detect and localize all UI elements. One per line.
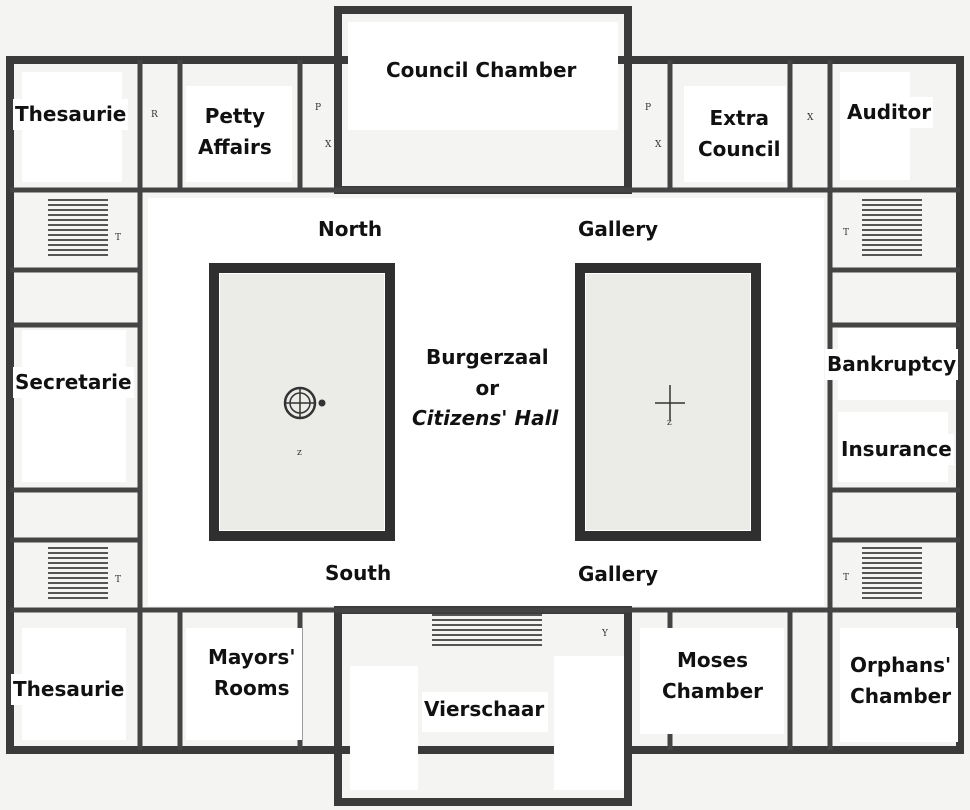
vierschaar-west-box [350,666,418,790]
mark-z-west: z [297,448,302,458]
west-courtyard-fill [220,274,384,530]
east-courtyard-border [575,263,761,541]
mark-x-east: X [655,140,662,150]
mark-z-east: z [667,418,672,428]
council-chamber-box [348,22,618,130]
mark-p-east: P [645,103,651,113]
mayors-rooms-box [186,628,302,740]
mark-r: R [151,110,158,120]
petty-affairs-box [186,86,292,182]
orphans-chamber-box [840,628,958,742]
east-compass-icon [655,385,685,420]
label-secretarie: Secretarie [13,367,134,398]
label-extra-council: Extra Council [698,106,781,161]
label-moses-chamber: Moses Chamber [662,648,763,703]
mark-t-sw: T [115,575,121,585]
label-citizens-hall: Citizens' Hall [412,406,559,430]
mark-t-nw: T [115,233,121,243]
mark-x-west: X [325,140,332,150]
label-auditor: Auditor [845,97,934,128]
vierschaar-east-box [554,656,624,790]
label-thesaurie-south: Thesaurie [11,674,127,705]
moses-chamber-box [640,628,784,734]
extra-council-box [684,86,786,182]
label-orphans-chamber: Orphans' Chamber [850,653,952,708]
mark-y: Y [601,629,609,639]
label-vierschaar: Vierschaar [422,694,547,725]
mark-x-northeast: X [807,113,814,123]
mark-t-ne: T [843,228,849,238]
label-thesaurie-north: Thesaurie [13,99,129,130]
label-mayors-rooms: Mayors' Rooms [208,645,296,700]
label-insurance: Insurance [839,434,954,465]
staircases [48,199,922,646]
mark-t-se: T [843,573,849,583]
label-bankruptcy: Bankruptcy [825,349,959,380]
east-courtyard-fill [586,274,750,530]
label-burgerzaal: Burgerzaal or [426,345,549,400]
west-courtyard-border [209,263,395,541]
label-council-chamber: Council Chamber [386,58,577,82]
label-south-gallery-left: South [325,561,392,585]
plan-marks: R P X P X X T T T T Y z z [115,103,849,639]
west-compass-icon [283,386,326,420]
label-south-gallery-right: Gallery [578,562,659,586]
mark-p-west: P [315,103,321,113]
label-north-gallery-right: Gallery [578,217,659,241]
label-petty-affairs: Petty Affairs [198,104,272,159]
secretarie-box [22,330,126,482]
label-north-gallery-left: North [318,217,383,241]
